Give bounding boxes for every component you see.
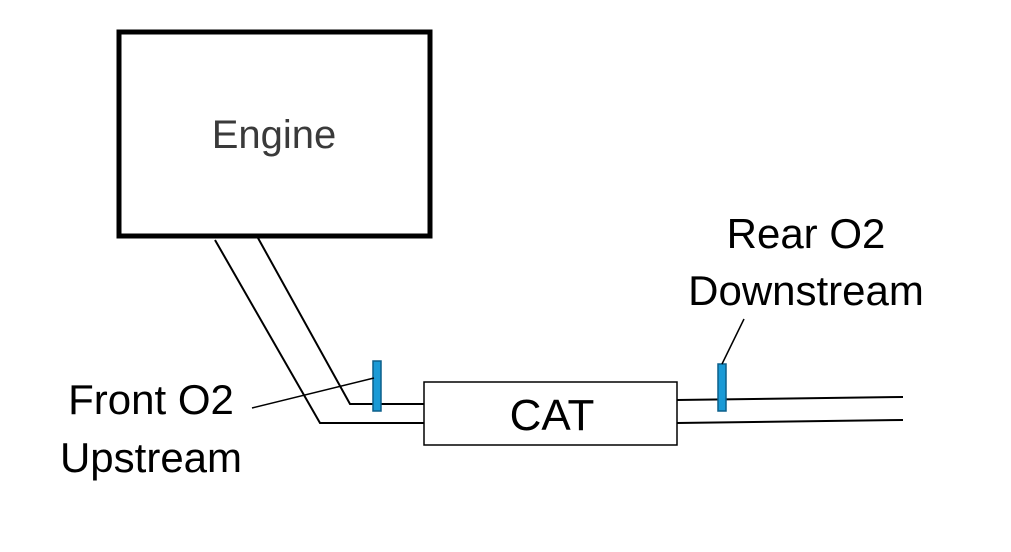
- rear-o2-label-line2: Downstream: [688, 267, 924, 314]
- front-o2-label-line1: Front O2: [68, 376, 234, 423]
- rear-o2-sensor: [717, 363, 727, 412]
- engine-box: [116, 29, 433, 239]
- front-o2-sensor: [372, 360, 382, 412]
- exhaust-pipe-outer-wall: [214, 239, 425, 424]
- engine-label: Engine: [212, 113, 337, 157]
- tailpipe-upper-wall: [676, 396, 904, 401]
- front-o2-leader-line: [251, 377, 375, 409]
- front-o2-label-line2: Upstream: [60, 434, 242, 481]
- catalytic-converter-label: CAT: [510, 391, 595, 440]
- tailpipe-lower-wall: [676, 419, 904, 424]
- rear-o2-label-line1: Rear O2: [727, 210, 886, 257]
- exhaust-pipe-inner-wall: [257, 237, 425, 405]
- rear-o2-leader-line: [721, 318, 745, 365]
- catalytic-converter-box: [423, 381, 678, 446]
